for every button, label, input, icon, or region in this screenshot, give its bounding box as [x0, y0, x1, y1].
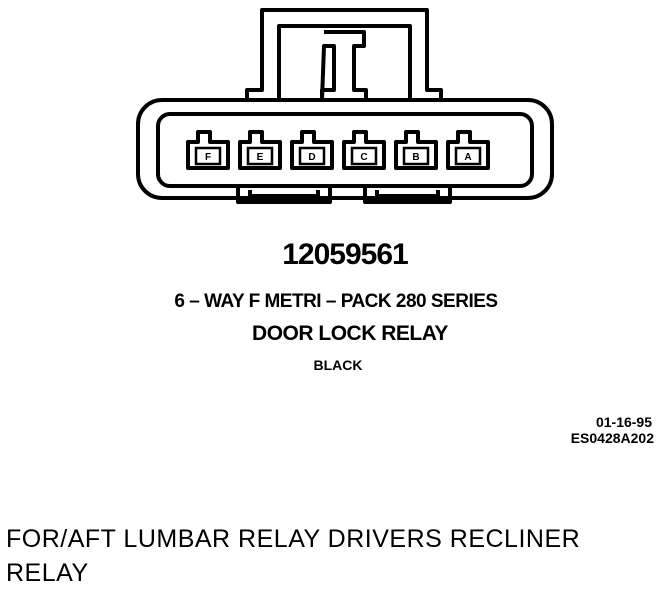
- connector-housing-outer: [136, 98, 554, 200]
- bottom-key-right: [363, 186, 452, 204]
- terminal-letter: E: [257, 152, 264, 163]
- connector-series: 6 – WAY F METRI – PACK 280 SERIES: [174, 291, 498, 312]
- latch-i-beam: [320, 30, 368, 102]
- terminal-e: E: [238, 130, 282, 170]
- reference-date: 01-16-95: [595, 414, 652, 430]
- terminal-a: A: [446, 130, 490, 170]
- locking-tab-inner: [277, 24, 412, 100]
- connector-housing-inner: [156, 112, 534, 188]
- reference-code: ES0428A202: [570, 430, 654, 446]
- terminal-letter: B: [412, 152, 419, 163]
- connector-name: DOOR LOCK RELAY: [252, 322, 448, 345]
- terminal-cavity: [290, 130, 334, 170]
- terminal-label-box: [246, 146, 274, 166]
- terminal-cavity: [394, 130, 438, 170]
- bottom-key-left: [236, 186, 332, 204]
- terminal-letter: A: [464, 152, 471, 163]
- figure-caption: FOR/AFT LUMBAR RELAY DRIVERS RECLINER RE…: [6, 525, 581, 587]
- terminal-c: C: [342, 130, 386, 170]
- terminal-b: B: [394, 130, 438, 170]
- bottom-key-right-inner: [375, 190, 440, 198]
- bottom-key-left-inner: [248, 190, 320, 198]
- terminal-label-box: [402, 146, 430, 166]
- part-number: 12059561: [282, 238, 408, 271]
- terminal-letter: D: [308, 152, 315, 163]
- terminal-letter: F: [205, 152, 211, 163]
- terminal-d: D: [290, 130, 334, 170]
- terminal-cavity: [446, 130, 490, 170]
- terminal-cavity: [238, 130, 282, 170]
- connector-color: BLACK: [313, 357, 363, 373]
- locking-tab-frame: [245, 8, 443, 100]
- terminal-label-box: [350, 146, 378, 166]
- terminal-label-box: [454, 146, 482, 166]
- terminal-letter: C: [360, 152, 367, 163]
- terminal-cavity: [186, 130, 230, 170]
- terminal-label-box: [194, 146, 222, 166]
- terminal-label-box: [298, 146, 326, 166]
- terminal-cavity: [342, 130, 386, 170]
- terminal-f: F: [186, 130, 230, 170]
